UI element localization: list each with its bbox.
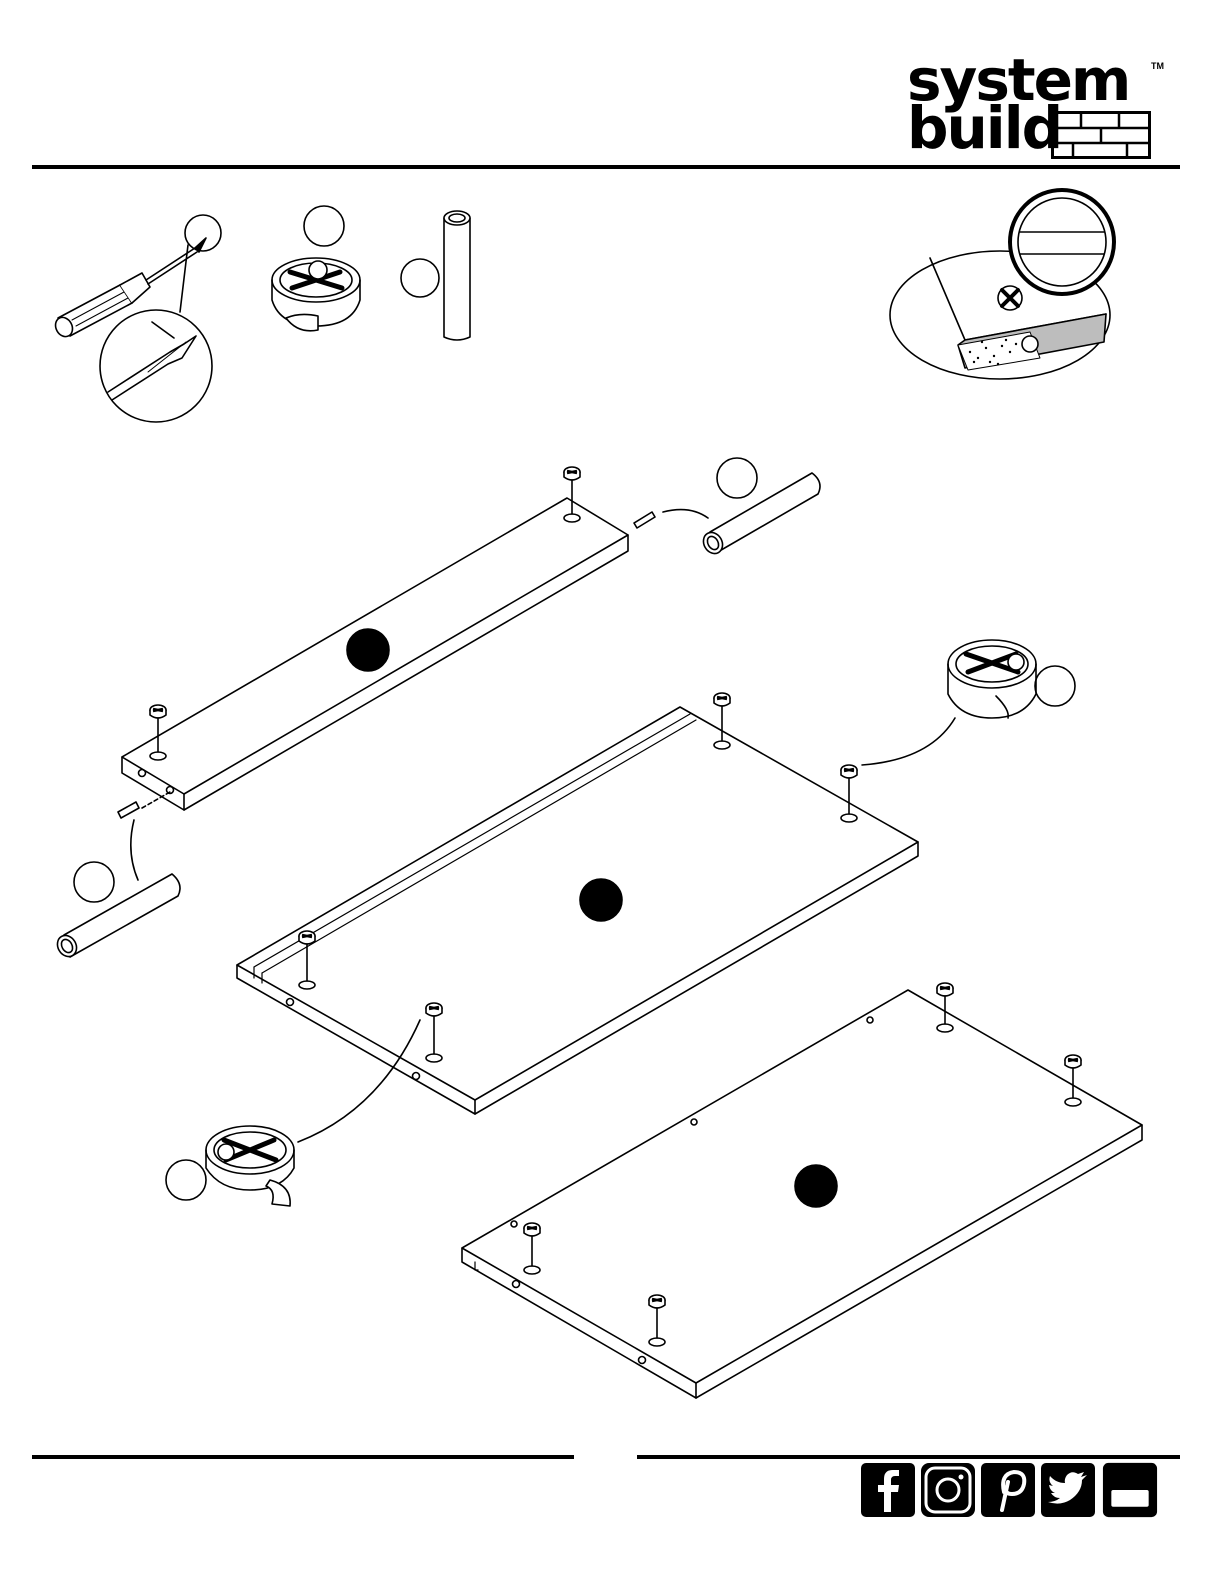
twitter-icon[interactable] — [1040, 1462, 1096, 1518]
wood-dowel-left — [54, 874, 180, 960]
cam-lock-large-left — [206, 1126, 294, 1206]
phillips-screwdriver-icon — [52, 215, 221, 422]
cam-lock-icon — [272, 206, 360, 331]
part-marker-middle-panel — [580, 879, 622, 921]
youtube-icon[interactable] — [1100, 1462, 1160, 1518]
part-marker-bottom-panel — [795, 1165, 837, 1207]
cam-lock-large-right — [948, 640, 1036, 718]
pinterest-icon[interactable] — [980, 1462, 1036, 1518]
wood-dowel-icon — [401, 211, 470, 340]
social-icons — [860, 1462, 1165, 1524]
part-marker-top-panel — [347, 629, 389, 671]
facebook-icon[interactable] — [860, 1462, 916, 1518]
dowel-pin-left — [118, 792, 170, 818]
callout-dowel-top — [717, 458, 757, 498]
callout-dowel-left — [74, 862, 114, 902]
callout-cam-lock-right — [1035, 666, 1075, 706]
instagram-icon[interactable] — [920, 1462, 976, 1518]
dowel-pin-top-right — [634, 512, 655, 528]
callout-cam-lock-left — [166, 1160, 206, 1200]
panel-edge-detail-icon — [890, 190, 1114, 379]
